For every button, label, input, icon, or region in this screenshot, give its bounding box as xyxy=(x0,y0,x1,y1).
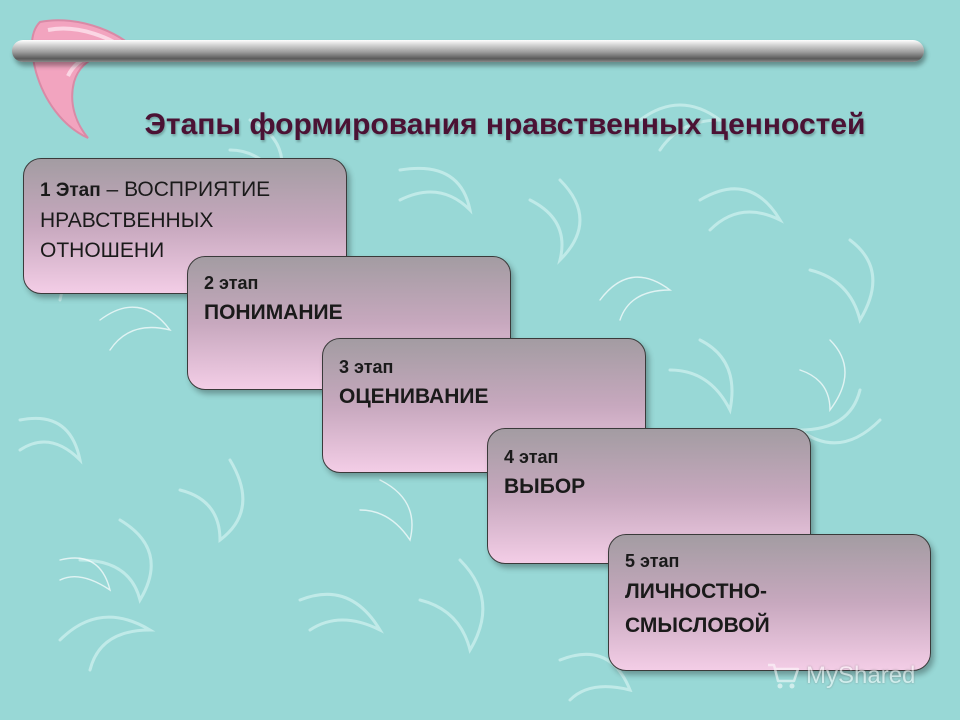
stage-1-dash-text: – ВОСПРИЯТИЕ xyxy=(100,178,271,201)
slide-title: Этапы формирования нравственных ценносте… xyxy=(144,108,866,141)
metal-rod-divider xyxy=(12,40,924,62)
stage-4-number: 4 этап xyxy=(504,447,559,467)
stage-5-box: 5 этап ЛИЧНОСТНО- СМЫСЛОВОЙ xyxy=(608,534,931,671)
stage-3-box: 3 этап ОЦЕНИВАНИЕ xyxy=(322,338,646,473)
shopping-cart-icon xyxy=(768,663,800,689)
watermark: MyShared xyxy=(766,656,915,696)
watermark-text: MyShared xyxy=(806,662,916,689)
stage-2-name: ПОНИМАНИЕ xyxy=(204,301,343,324)
stage-3-number: 3 этап xyxy=(339,357,394,377)
stage-3-name: ОЦЕНИВАНИЕ xyxy=(339,385,489,408)
stage-1-box: 1 Этап – ВОСПРИЯТИЕ НРАВСТВЕННЫХ ОТНОШЕН… xyxy=(23,158,347,294)
stage-5-number: 5 этап xyxy=(625,551,680,571)
stage-5-name: ЛИЧНОСТНО- СМЫСЛОВОЙ xyxy=(625,580,770,637)
stage-1-number: 1 Этап xyxy=(40,180,101,201)
stage-2-number: 2 этап xyxy=(204,273,259,293)
stage-1-name: НРАВСТВЕННЫХ ОТНОШЕНИ xyxy=(40,209,214,262)
stage-4-name: ВЫБОР xyxy=(504,475,586,498)
stage-1-heading: 1 Этап – ВОСПРИЯТИЕ xyxy=(40,175,346,206)
